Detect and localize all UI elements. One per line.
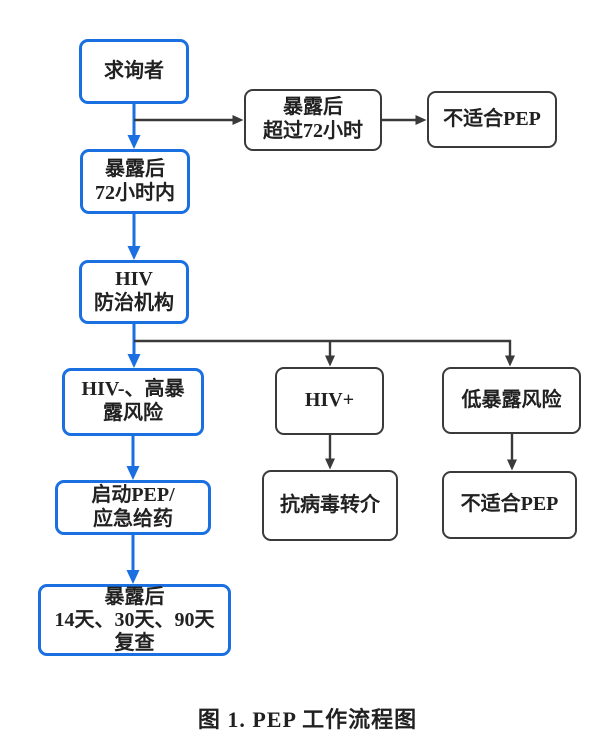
- node-antiviral-referral: 抗病毒转介: [262, 470, 398, 541]
- node-hiv-positive-label: HIV+: [304, 389, 355, 412]
- node-within-72h-label: 暴露后 72小时内: [95, 157, 175, 204]
- node-low-exposure-risk-label: 低暴露风险: [461, 388, 562, 411]
- node-not-suitable-pep-bottom-label: 不适合PEP: [460, 493, 559, 516]
- node-seeker: 求询者: [79, 39, 189, 104]
- node-within-72h: 暴露后 72小时内: [80, 149, 190, 214]
- edge-hivorg-to-lowrisk: [134, 339, 515, 367]
- node-over-72h: 暴露后 超过72小时: [244, 89, 382, 151]
- node-review-followup-label: 暴露后 14天、30天、90天 复查: [54, 585, 215, 654]
- node-not-suitable-pep-top: 不适合PEP: [427, 91, 557, 148]
- node-start-pep: 启动PEP/ 应急给药: [55, 480, 211, 535]
- node-review-followup: 暴露后 14天、30天、90天 复查: [38, 584, 231, 656]
- node-over-72h-label: 暴露后 超过72小时: [263, 96, 363, 142]
- node-not-suitable-pep-bottom: 不适合PEP: [442, 471, 577, 539]
- node-not-suitable-pep-top-label: 不适合PEP: [443, 107, 541, 130]
- node-seeker-label: 求询者: [104, 59, 164, 82]
- node-low-exposure-risk: 低暴露风险: [442, 367, 581, 434]
- node-antiviral-referral-label: 抗病毒转介: [280, 493, 380, 516]
- node-hiv-positive: HIV+: [275, 367, 384, 435]
- node-start-pep-label: 启动PEP/ 应急给药: [91, 483, 175, 530]
- figure-caption: 图 1. PEP 工作流程图: [197, 707, 418, 732]
- node-hiv-negative-high-risk-label: HIV-、高暴 露风险: [81, 378, 185, 424]
- node-hiv-org: HIV 防治机构: [79, 260, 189, 324]
- node-hiv-negative-high-risk: HIV-、高暴 露风险: [62, 368, 204, 436]
- node-hiv-org-label: HIV 防治机构: [94, 268, 174, 314]
